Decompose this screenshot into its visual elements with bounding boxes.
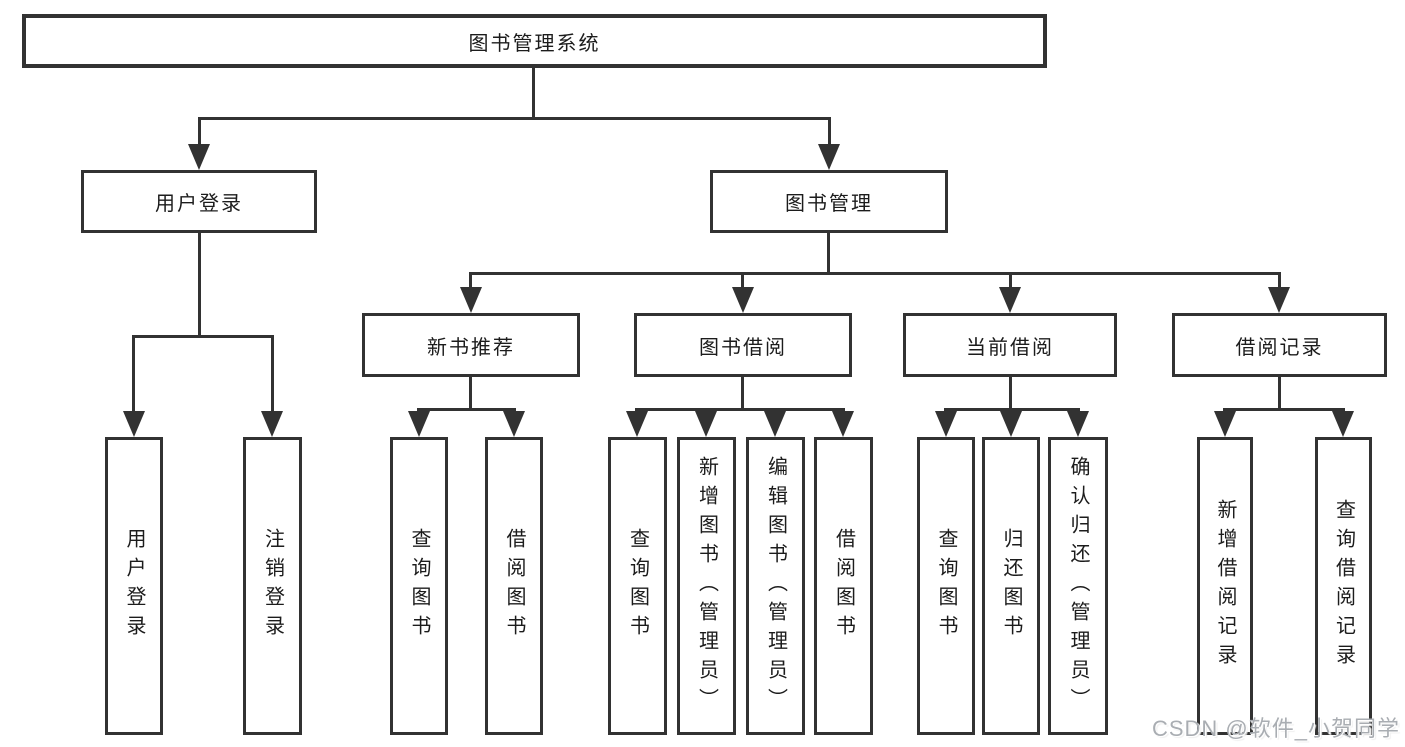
csdn-watermark: CSDN @软件_小贺同学 (1151, 716, 1400, 741)
node-current-borrow: 当前借阅 (903, 313, 1117, 377)
arrow-down-icon (764, 411, 786, 437)
arrow-down-icon (732, 287, 754, 313)
arrow-down-icon (695, 411, 717, 437)
leaf-cb-query-books: 查询图书 (917, 437, 975, 735)
connector-line (469, 272, 472, 290)
node-label: 用户登录 (155, 193, 243, 215)
arrow-down-icon (935, 411, 957, 437)
arrow-down-icon (626, 411, 648, 437)
leaf-cb-return-books: 归还图书 (982, 437, 1040, 735)
leaf-cb-confirm-return-admin: 确认归还（管理员） (1048, 437, 1108, 735)
node-user-login: 用户登录 (81, 170, 317, 233)
connector-line (198, 117, 831, 120)
leaf-bb-edit-books-admin: 编辑图书（管理员） (746, 437, 805, 735)
arrow-down-icon (1067, 411, 1089, 437)
arrow-down-icon (1000, 411, 1022, 437)
connector-line (1009, 272, 1012, 290)
arrow-down-icon (832, 411, 854, 437)
leaf-br-add-record: 新增借阅记录 (1197, 437, 1253, 735)
node-book-management: 图书管理 (710, 170, 948, 233)
connector-line (532, 68, 535, 117)
node-label: 图书借阅 (699, 336, 787, 359)
leaf-label: 注销登录 (261, 528, 284, 644)
node-new-book-recommend: 新书推荐 (362, 313, 580, 377)
connector-line (198, 233, 201, 335)
leaf-logout: 注销登录 (243, 437, 302, 735)
connector-line (1278, 272, 1281, 290)
leaf-label: 借阅图书 (503, 528, 525, 644)
connector-line (741, 272, 744, 290)
leaf-br-query-record: 查询借阅记录 (1315, 437, 1372, 735)
connector-line (132, 335, 135, 413)
node-label: 借阅记录 (1235, 336, 1324, 359)
connector-line (741, 377, 744, 408)
leaf-label: 借阅图书 (832, 528, 855, 644)
connector-line (271, 335, 274, 413)
connector-line (1223, 408, 1345, 411)
leaf-label: 查询图书 (935, 528, 957, 644)
node-label: 图书管理 (785, 193, 873, 215)
leaf-label: 查询图书 (408, 528, 430, 644)
node-book-borrow: 图书借阅 (634, 313, 852, 377)
leaf-bb-add-books-admin: 新增图书（管理员） (677, 437, 736, 735)
connector-line (1278, 377, 1281, 408)
node-label: 当前借阅 (966, 336, 1054, 359)
connector-line (469, 377, 472, 408)
connector-line (828, 117, 831, 147)
leaf-label: 编辑图书（管理员） (764, 455, 787, 717)
leaf-label: 归还图书 (1000, 528, 1022, 644)
node-label: 图书管理系统 (468, 32, 601, 55)
connector-line (132, 335, 274, 338)
connector-line (469, 272, 1281, 275)
connector-line (827, 233, 830, 272)
arrow-down-icon (123, 411, 145, 437)
leaf-bb-borrow-books: 借阅图书 (814, 437, 873, 735)
leaf-label: 用户登录 (123, 528, 145, 644)
connector-line (944, 408, 1080, 411)
leaf-label: 新增借阅记录 (1214, 499, 1236, 673)
arrow-down-icon (1332, 411, 1354, 437)
leaf-nbr-query-books: 查询图书 (390, 437, 448, 735)
connector-line (198, 117, 201, 147)
connector-line (417, 408, 516, 411)
arrow-down-icon (1214, 411, 1236, 437)
connector-line (1009, 377, 1012, 408)
arrow-down-icon (261, 411, 283, 437)
arrow-down-icon (503, 411, 525, 437)
arrow-down-icon (1268, 287, 1290, 313)
connector-line (635, 408, 845, 411)
arrow-down-icon (460, 287, 482, 313)
node-label: 新书推荐 (427, 336, 515, 359)
leaf-bb-query-books: 查询图书 (608, 437, 667, 735)
leaf-label: 新增图书（管理员） (695, 455, 718, 717)
leaf-user-login: 用户登录 (105, 437, 163, 735)
leaf-label: 查询借阅记录 (1332, 499, 1355, 673)
arrow-down-icon (818, 144, 840, 170)
arrow-down-icon (999, 287, 1021, 313)
node-borrow-record: 借阅记录 (1172, 313, 1387, 377)
arrow-down-icon (188, 144, 210, 170)
leaf-nbr-borrow-books: 借阅图书 (485, 437, 543, 735)
node-library-system: 图书管理系统 (22, 14, 1047, 68)
leaf-label: 查询图书 (626, 528, 649, 644)
arrow-down-icon (408, 411, 430, 437)
leaf-label: 确认归还（管理员） (1067, 455, 1089, 717)
